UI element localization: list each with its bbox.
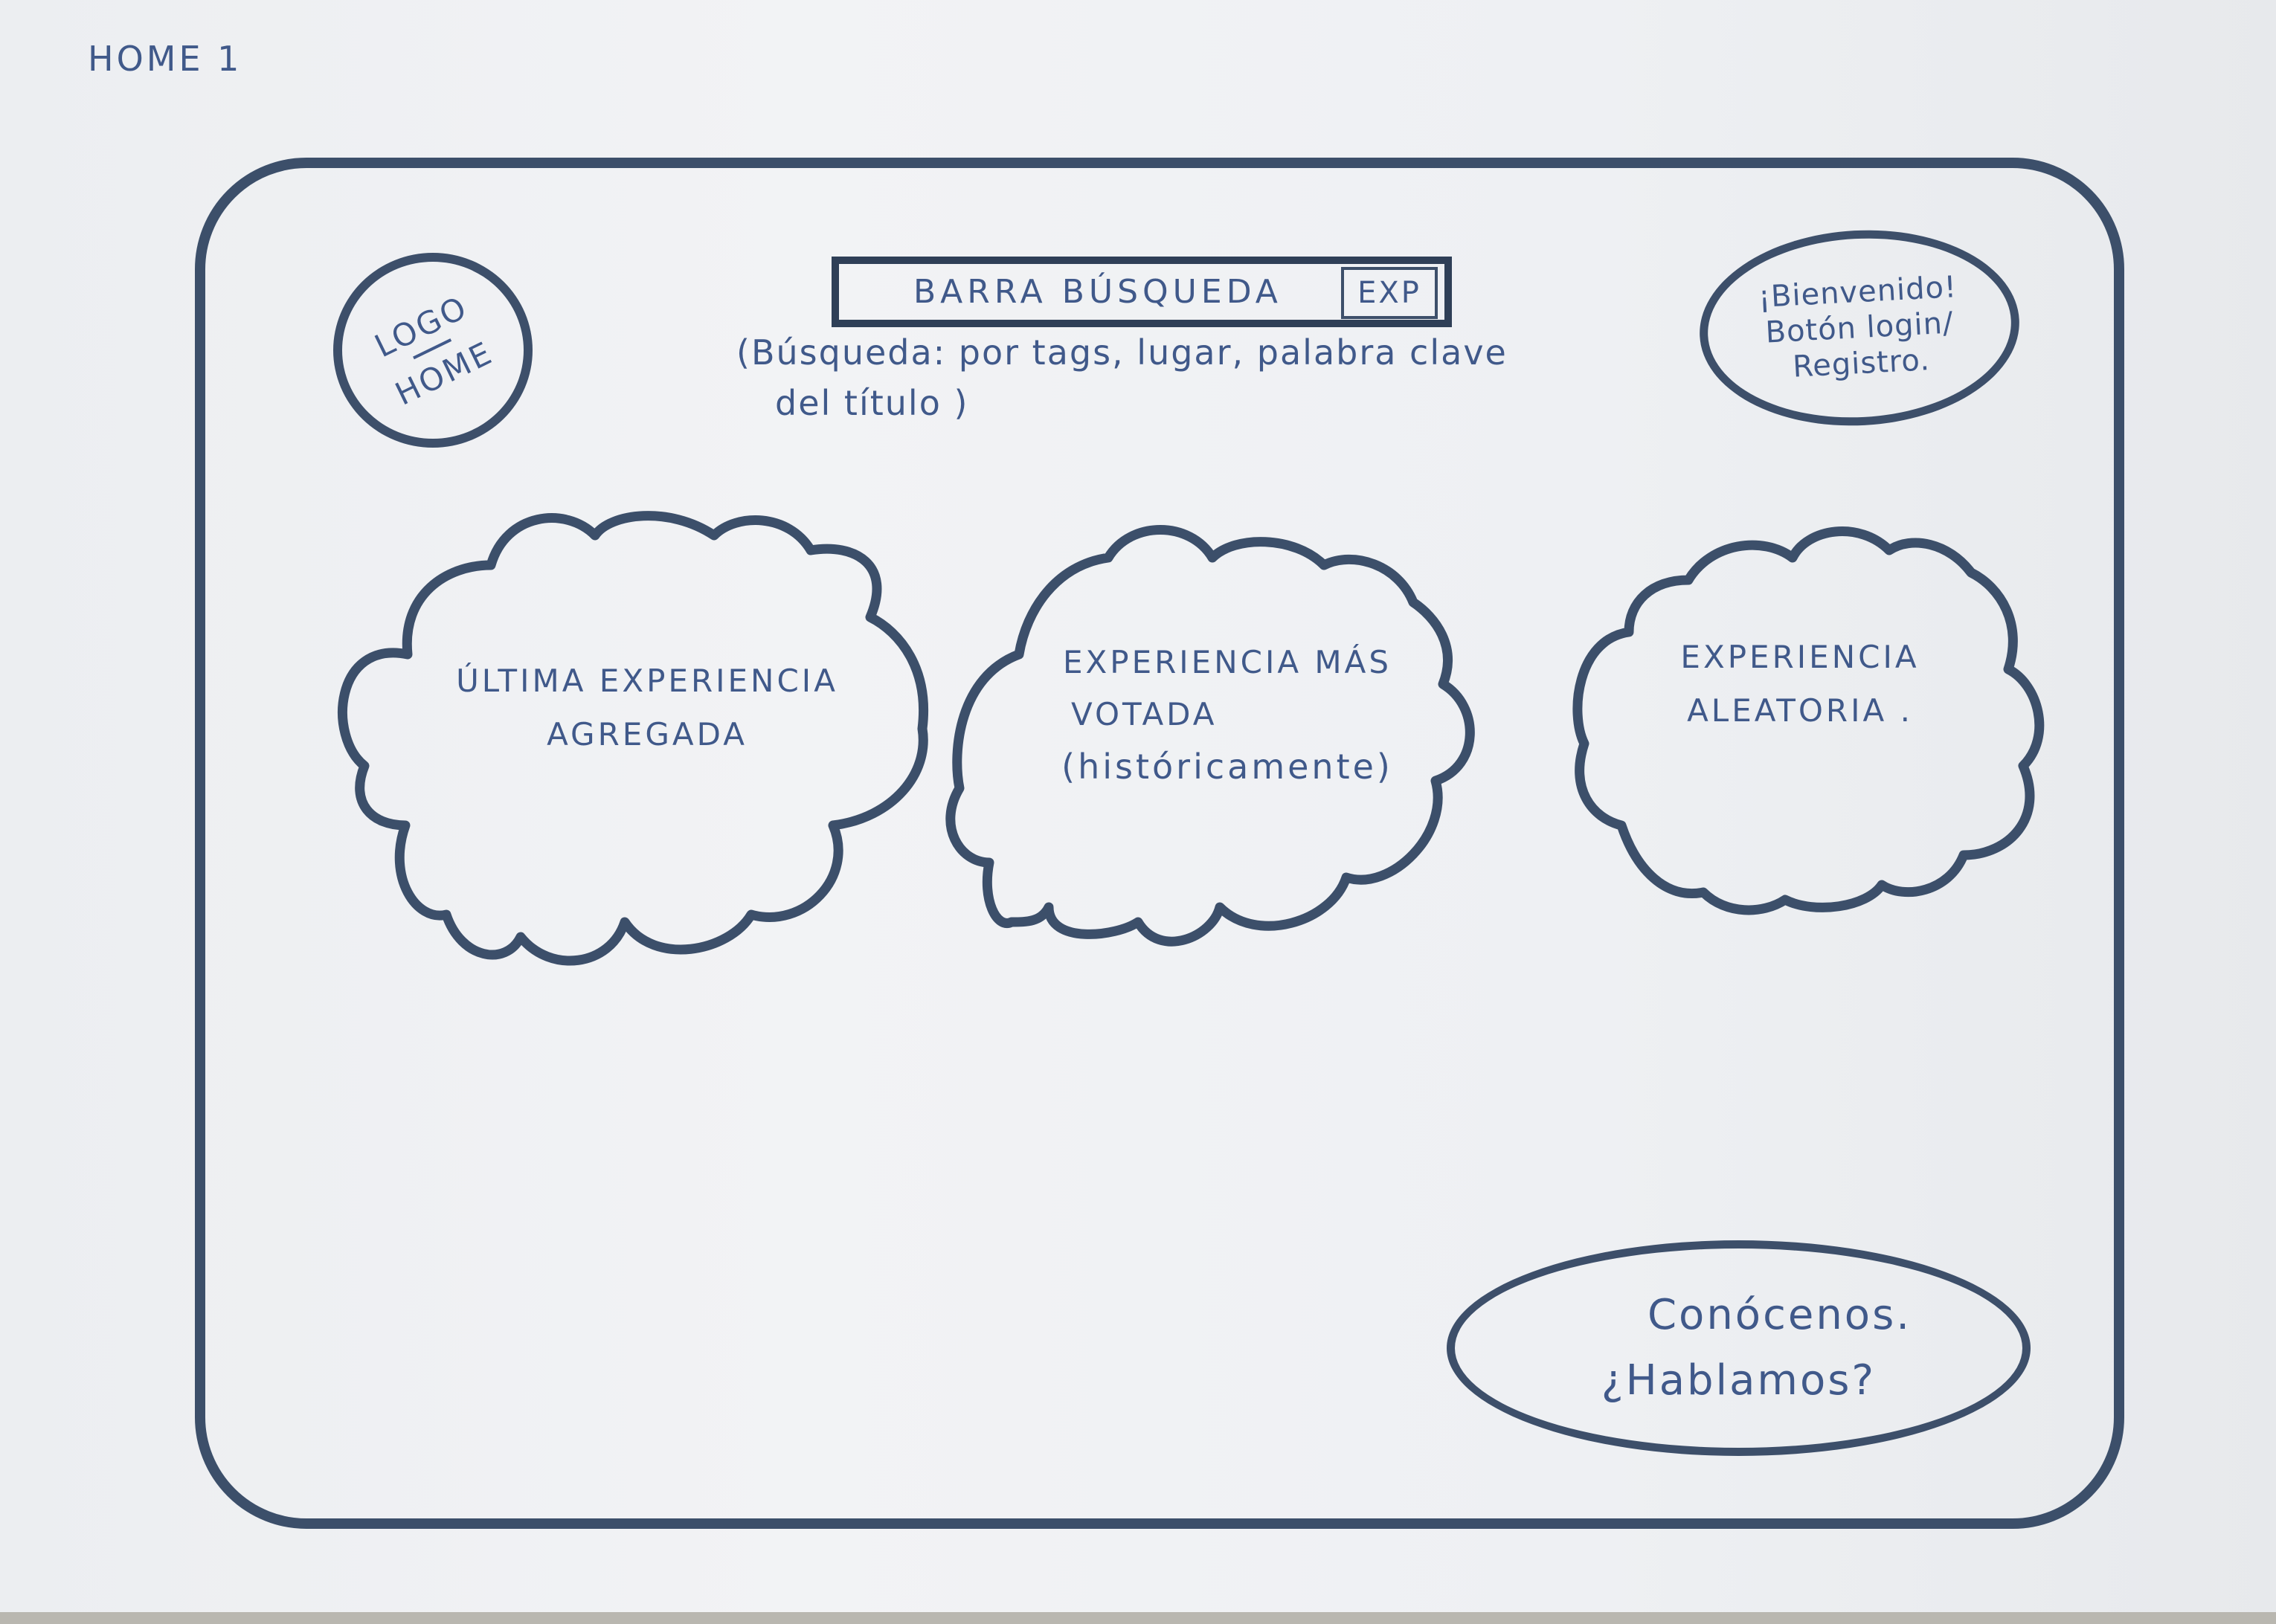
cloud-title-line: ALEATORIA . [1687, 692, 1913, 729]
cloud-title-line: (históricamente) [1061, 747, 1393, 787]
random-experience-card[interactable]: EXPERIENCIA ALEATORIA . [1636, 631, 1964, 738]
exp-button-label: EXP [1357, 276, 1421, 310]
contact-line: ¿Hablamos? [1601, 1356, 1877, 1405]
search-help-line: (Búsqueda: por tags, lugar, palabra clav… [736, 332, 1508, 373]
contact-line: Conócenos. [1647, 1291, 1912, 1339]
browser-frame [195, 158, 2124, 1529]
cloud-title-line: EXPERIENCIA MÁS [1062, 644, 1392, 680]
search-exp-button[interactable]: EXP [1341, 267, 1438, 319]
cloud-title-line: EXPERIENCIA [1680, 639, 1920, 675]
contact-us-button[interactable]: Conócenos. ¿Hablamos? [1447, 1240, 2031, 1456]
search-bar-label: BARRA BÚSQUEDA [913, 273, 1282, 311]
desk-edge [0, 1612, 2276, 1624]
cloud-outline-random [1572, 526, 2045, 915]
search-bar[interactable]: BARRA BÚSQUEDA EXP [832, 257, 1452, 327]
most-voted-experience-card[interactable]: EXPERIENCIA MÁS VOTADA (históricamente) [1034, 637, 1421, 793]
cloud-title-line: VOTADA [1071, 696, 1218, 732]
cloud-outline-latest [338, 511, 928, 966]
search-help-line: del título ) [775, 383, 969, 423]
cloud-title-line: ÚLTIMA EXPERIENCIA [456, 663, 838, 699]
latest-experience-card[interactable]: ÚLTIMA EXPERIENCIA AGREGADA [439, 654, 855, 761]
page-title: HOME 1 [88, 39, 242, 79]
search-help-note: (Búsqueda: por tags, lugar, palabra clav… [736, 327, 1555, 428]
cloud-outline-most-voted [945, 525, 1475, 947]
cloud-title-line: AGREGADA [547, 716, 748, 753]
